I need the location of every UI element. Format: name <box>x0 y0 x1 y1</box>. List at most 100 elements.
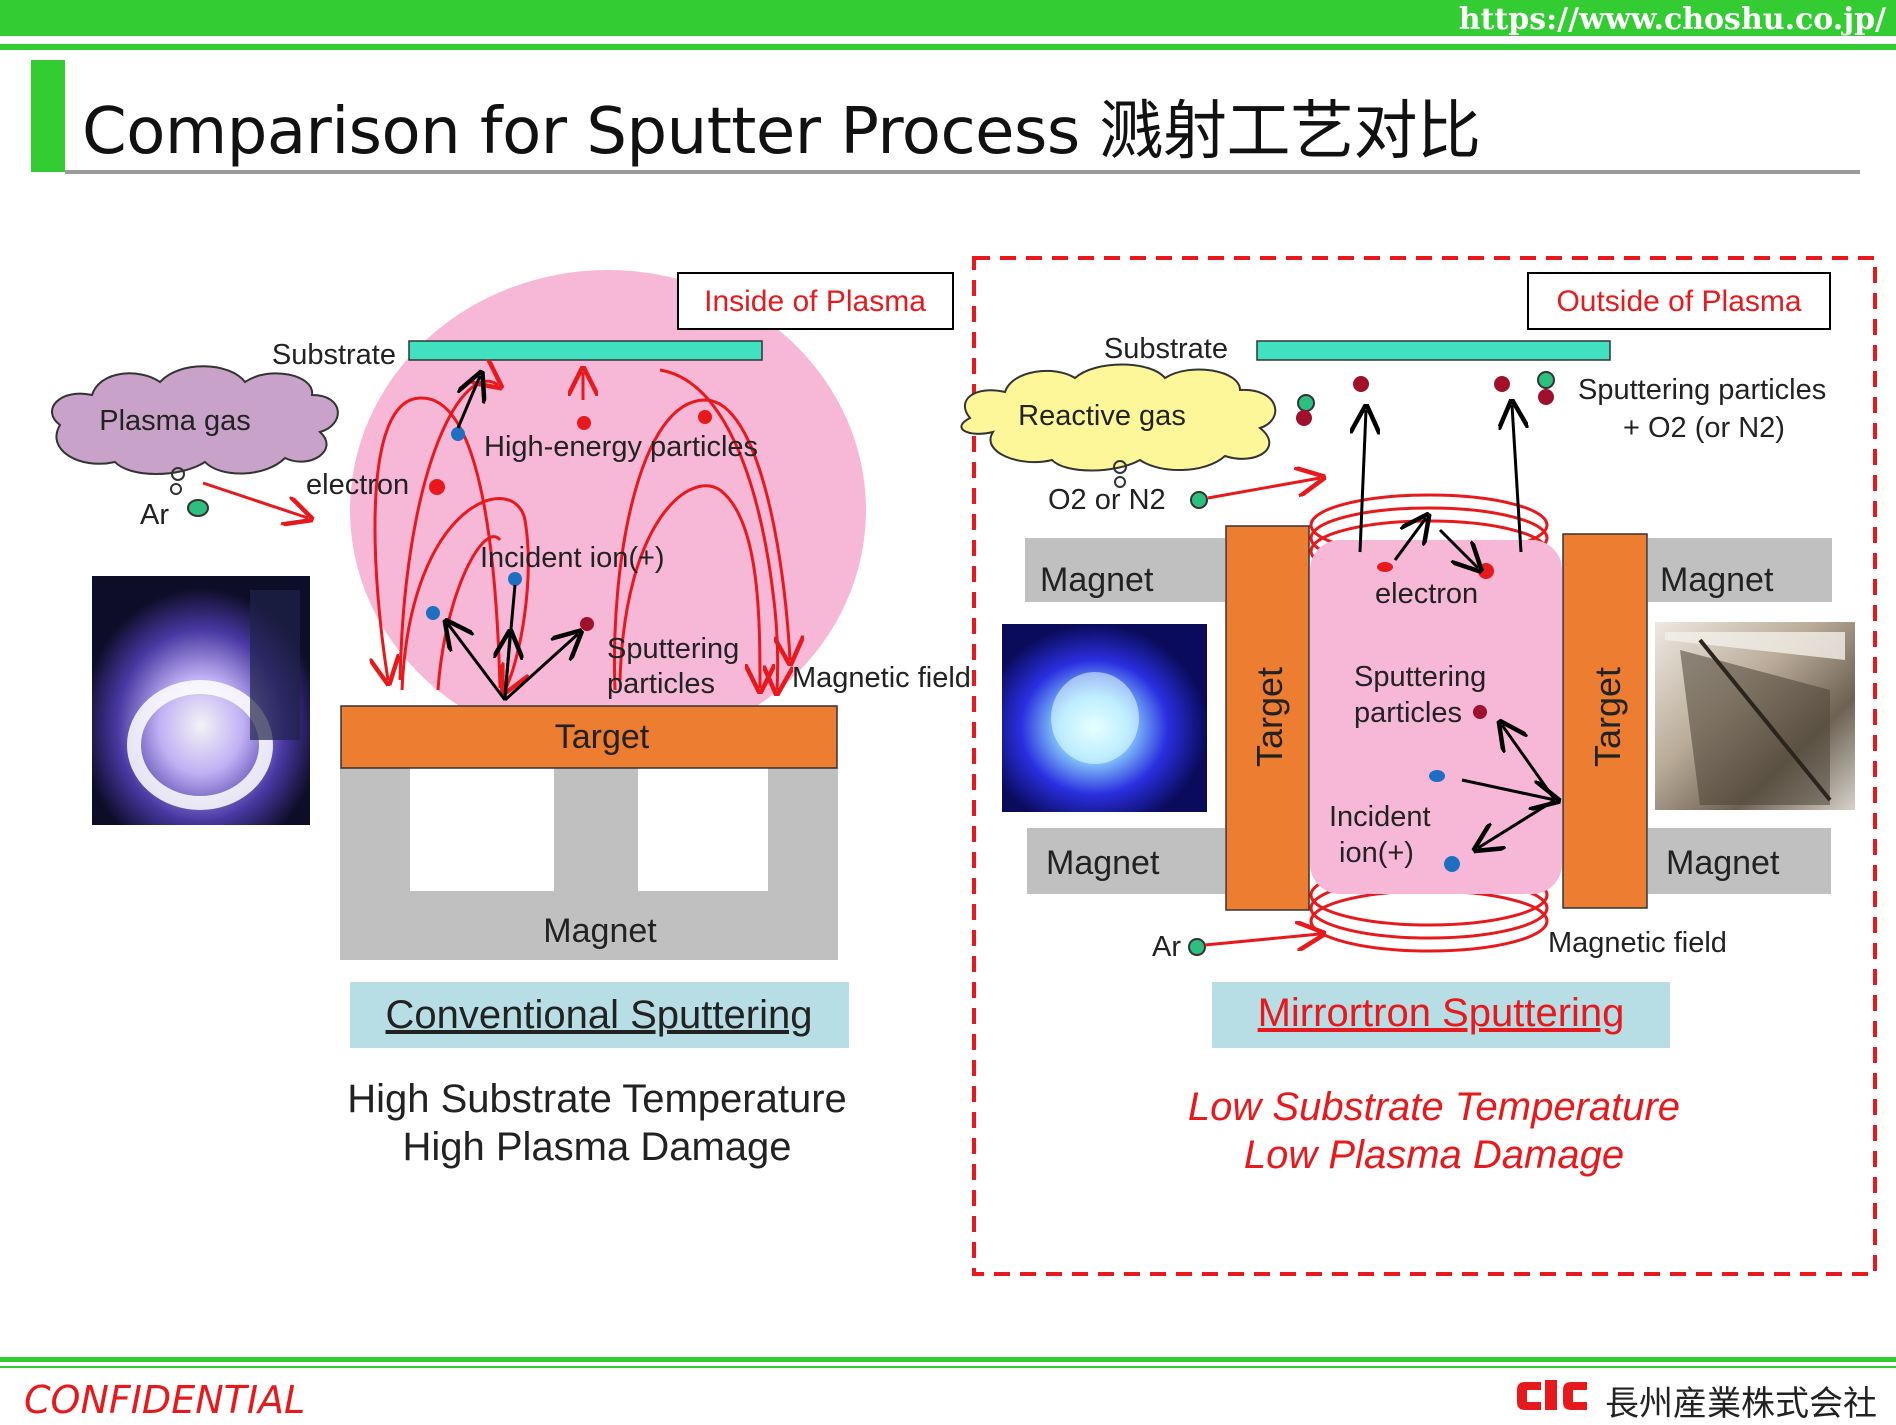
particle-trajectories <box>1360 405 1555 848</box>
magnet-bottom-right <box>1648 828 1831 894</box>
title-accent <box>31 60 65 172</box>
field-arc-mid-right <box>613 398 790 691</box>
caption-mirrortron: Mirrortron Sputtering <box>1258 991 1625 1035</box>
magnet-label: Magnet <box>1040 561 1154 599</box>
high-energy-dot <box>577 416 591 430</box>
sputtering-particle-dot <box>1473 705 1487 719</box>
target-label: Target <box>555 718 650 756</box>
ar-label: Ar <box>1152 931 1181 963</box>
magnetic-field-label: Magnetic field <box>792 662 971 694</box>
magnet-top-right <box>1648 538 1832 602</box>
substrate-label: Substrate <box>1104 333 1228 365</box>
target-plate <box>340 705 838 769</box>
sputter-label-2: + O2 (or N2) <box>1623 412 1785 444</box>
trajectory-arrow <box>1502 725 1557 801</box>
trajectory-arrow <box>1461 778 1555 800</box>
caption-box <box>350 982 849 1048</box>
magnet-label: Magnet <box>1660 561 1774 599</box>
ar-label: Ar <box>140 499 169 531</box>
particle-trajectories <box>448 376 578 702</box>
region-label-box <box>1527 272 1831 330</box>
confidential-label: CONFIDENTIAL <box>24 1378 306 1422</box>
header-rule <box>0 44 1896 50</box>
magnet-bottom-left <box>1027 828 1225 894</box>
trajectory-arrow <box>456 376 480 429</box>
trajectory-arrow <box>1438 528 1478 568</box>
incident-ion-dot <box>426 606 440 620</box>
caption-conventional: Conventional Sputtering <box>386 993 813 1037</box>
cloud-bubble <box>1113 460 1127 474</box>
coil-loop <box>1309 889 1549 953</box>
substrate-bar <box>408 340 763 361</box>
cloud-bubble <box>1114 476 1126 488</box>
electron-label: electron <box>306 469 409 501</box>
sputtered-particle <box>1296 410 1312 426</box>
reactive-molecule <box>1190 491 1208 509</box>
title-rule <box>65 170 1860 174</box>
sputtering-label-2: particles <box>1354 697 1462 729</box>
target-left <box>1225 525 1310 911</box>
electron-dot <box>429 479 445 495</box>
incident-ion-dot <box>508 572 522 586</box>
reactive-species-label: O2 or N2 <box>1048 484 1166 516</box>
footer-rule-thin <box>0 1366 1896 1368</box>
sputter-label-1: Sputtering particles <box>1578 374 1826 406</box>
plasma-gas-cloud <box>51 365 339 475</box>
reactive-gas-label: Reactive gas <box>1018 400 1186 432</box>
substrate-label: Substrate <box>272 339 396 371</box>
sputtered-particle <box>1353 376 1369 392</box>
reactive-inflow-arrow <box>1207 478 1320 500</box>
substrate-bar <box>1256 340 1611 361</box>
sputtered-particle <box>1494 376 1510 392</box>
cloud-bubble <box>171 467 185 481</box>
plasma-photo-left <box>92 576 310 825</box>
conventional-panel: Inside of Plasma Substrate Magnet Target <box>51 270 971 1169</box>
electron-dot <box>1478 563 1494 579</box>
trajectory-arrow <box>1512 405 1521 553</box>
magnet-label: Magnet <box>1046 844 1160 882</box>
incident-label-1: Incident <box>1329 801 1431 833</box>
company-logo <box>1517 1380 1587 1410</box>
trajectory-arrow <box>1393 518 1426 561</box>
trajectory-arrow <box>1478 798 1556 848</box>
mirrortron-panel: Outside of Plasma Substrate Magnet Magne… <box>960 256 1877 1276</box>
incident-ion-label: Incident ion(+) <box>480 542 665 574</box>
target-label: Target <box>1249 667 1290 767</box>
plasma-region <box>1310 540 1562 894</box>
incident-label-2: ion(+) <box>1339 837 1414 869</box>
target-right <box>1562 533 1648 909</box>
header-bar: https://www.choshu.co.jp/ <box>0 0 1896 37</box>
sputtering-label-1: Sputtering <box>607 633 739 665</box>
region-label-box <box>677 272 954 330</box>
magnet-gap-left <box>410 768 554 891</box>
cloud-bubble <box>170 483 182 495</box>
field-arc-inner-right <box>618 484 760 688</box>
footer-rule <box>0 1357 1896 1362</box>
ar-inflow-arrow <box>202 481 308 518</box>
caption-box <box>1212 982 1670 1048</box>
high-energy-dot <box>698 410 712 424</box>
magnet-gap-right <box>638 768 768 891</box>
ar-inflow-arrow <box>1204 934 1320 945</box>
trajectory-arrow <box>503 634 578 702</box>
note-low-temp: Low Substrate Temperature <box>1188 1085 1680 1129</box>
field-arc-small-left <box>436 535 502 691</box>
company-url[interactable]: https://www.choshu.co.jp/ <box>1458 2 1886 37</box>
plasma-photo-right <box>1002 624 1207 812</box>
trajectory-arrow <box>448 624 507 701</box>
sputtering-particle-dot <box>580 617 594 631</box>
plasma-gas-label: Plasma gas <box>99 405 251 437</box>
electron-dot <box>451 427 465 441</box>
note-low-damage: Low Plasma Damage <box>1244 1133 1624 1177</box>
magnet-top-left <box>1025 538 1225 602</box>
sputtered-particle <box>1538 389 1554 405</box>
target-label: Target <box>1587 667 1628 767</box>
reactive-gas-cloud <box>960 363 1277 472</box>
trajectory-arrow <box>505 635 510 701</box>
region-label: Outside of Plasma <box>1556 285 1801 318</box>
magnet-label: Magnet <box>543 912 657 950</box>
magnet-label: Magnet <box>1666 844 1780 882</box>
mirrortron-frame <box>972 256 1877 1276</box>
